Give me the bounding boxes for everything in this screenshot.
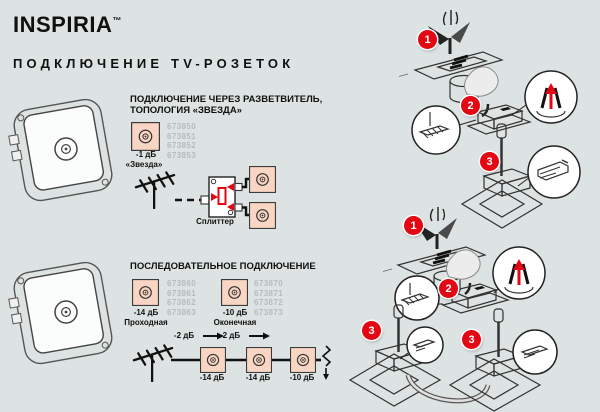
chain-socket-loss: -14 дБ: [245, 373, 271, 382]
detail-inset-wire-prep: [411, 105, 461, 155]
end-socket-swatch: [221, 279, 248, 306]
step2-connect-cable: [411, 66, 578, 155]
product-code: 673853: [167, 150, 197, 160]
detail-inset-side-view: [512, 329, 558, 375]
star-socket-type: «Звезда»: [125, 160, 163, 169]
end-socket-type: Оконечная: [213, 318, 257, 327]
detail-inset-side-view: [517, 145, 581, 199]
tv-socket-product-drawing: [8, 261, 113, 365]
brand-name: INSPIRIA: [13, 12, 113, 37]
tv-outlet-icon: [290, 347, 316, 373]
chain-link-loss: -2 дБ: [173, 331, 195, 340]
step3-mount-mechanism: [460, 123, 581, 229]
splitter-wiring-diagram: [134, 166, 276, 229]
product-code: 673863: [167, 307, 197, 317]
tv-outlet-icon: [246, 347, 272, 373]
star-heading-line1: ПОДКЛЮЧЕНИЕ ЧЕРЕЗ РАЗВЕТВИТЕЛЬ,: [130, 94, 323, 105]
tv-outlet-icon: [200, 347, 226, 373]
star-heading-line2: ТОПОЛОГИЯ «ЗВЕЗДА»: [130, 105, 242, 116]
chain-socket-loss: -14 дБ: [199, 373, 225, 382]
product-code: 673850: [167, 122, 197, 131]
line-continuation-symbol: [321, 345, 332, 380]
series-install-illustration: [348, 207, 558, 412]
antenna-icon: [134, 171, 176, 209]
series-section-heading: ПОСЛЕДОВАТЕЛЬНОЕ ПОДКЛЮЧЕНИЕ: [130, 261, 316, 272]
chain-socket-loss: -10 дБ: [289, 373, 315, 382]
star-socket-codes: 673850 673851 673852 673853: [167, 122, 196, 160]
detail-inset-insertion: [492, 246, 546, 300]
pass-socket-type: Проходная: [124, 318, 168, 327]
brand-logo: INSPIRIA™: [13, 12, 122, 38]
step-badge: 2: [439, 279, 458, 298]
tv-outlet-icon: [249, 166, 276, 193]
star-install-illustration: [398, 10, 581, 229]
step1-strip-cable: [398, 10, 504, 104]
product-code: 673862: [167, 298, 197, 308]
step-badge: 1: [418, 30, 437, 49]
trademark-symbol: ™: [112, 15, 122, 26]
splitter-box: [208, 176, 243, 218]
product-code: 673860: [167, 279, 197, 288]
hand-drawing: [464, 66, 499, 97]
step3-loop-through-left: [348, 304, 444, 407]
pass-socket-swatch: [132, 279, 159, 306]
page-title: ПОДКЛЮЧЕНИЕ TV-РОЗЕТОК: [13, 56, 295, 71]
end-socket-attenuation: -10 дБ: [222, 308, 248, 317]
end-socket-codes: 673870 673871 673872 673873: [254, 279, 283, 317]
detail-inset-insertion: [511, 70, 578, 124]
star-section-heading: ПОДКЛЮЧЕНИЕ ЧЕРЕЗ РАЗВЕТВИТЕЛЬ, ТОПОЛОГИ…: [130, 94, 322, 116]
star-socket-attenuation: -1 дБ: [135, 150, 157, 159]
tv-outlet-icon: [249, 202, 276, 229]
detail-inset-wire-prep: [394, 275, 443, 321]
step-badge: 3: [480, 152, 499, 171]
product-code: 673861: [167, 288, 197, 298]
step2-connect-cable: [394, 246, 546, 321]
product-code: 673871: [254, 288, 284, 298]
series-wiring-diagram: [132, 332, 332, 382]
antenna-icon: [132, 344, 174, 382]
hand-drawing: [446, 249, 481, 280]
product-code: 673851: [167, 131, 197, 141]
detail-inset-side-view: [399, 326, 444, 364]
product-code: 673852: [167, 141, 197, 151]
pass-socket-codes: 673860 673861 673862 673863: [167, 279, 196, 317]
step-badge: 1: [404, 216, 423, 235]
step-badge: 2: [461, 96, 480, 115]
step-badge: 3: [462, 330, 481, 349]
chain-link-loss: -2 дБ: [219, 331, 241, 340]
product-code: 673870: [254, 279, 284, 288]
pass-socket-attenuation: -14 дБ: [133, 308, 159, 317]
step-badge: 3: [362, 321, 381, 340]
product-code: 673872: [254, 298, 284, 308]
star-socket-swatch: [131, 122, 160, 151]
splitter-label: Сплиттер: [196, 217, 234, 226]
product-code: 673873: [254, 307, 284, 317]
step3-loop-through-right: [405, 308, 558, 412]
tv-socket-product-drawing: [8, 98, 113, 202]
